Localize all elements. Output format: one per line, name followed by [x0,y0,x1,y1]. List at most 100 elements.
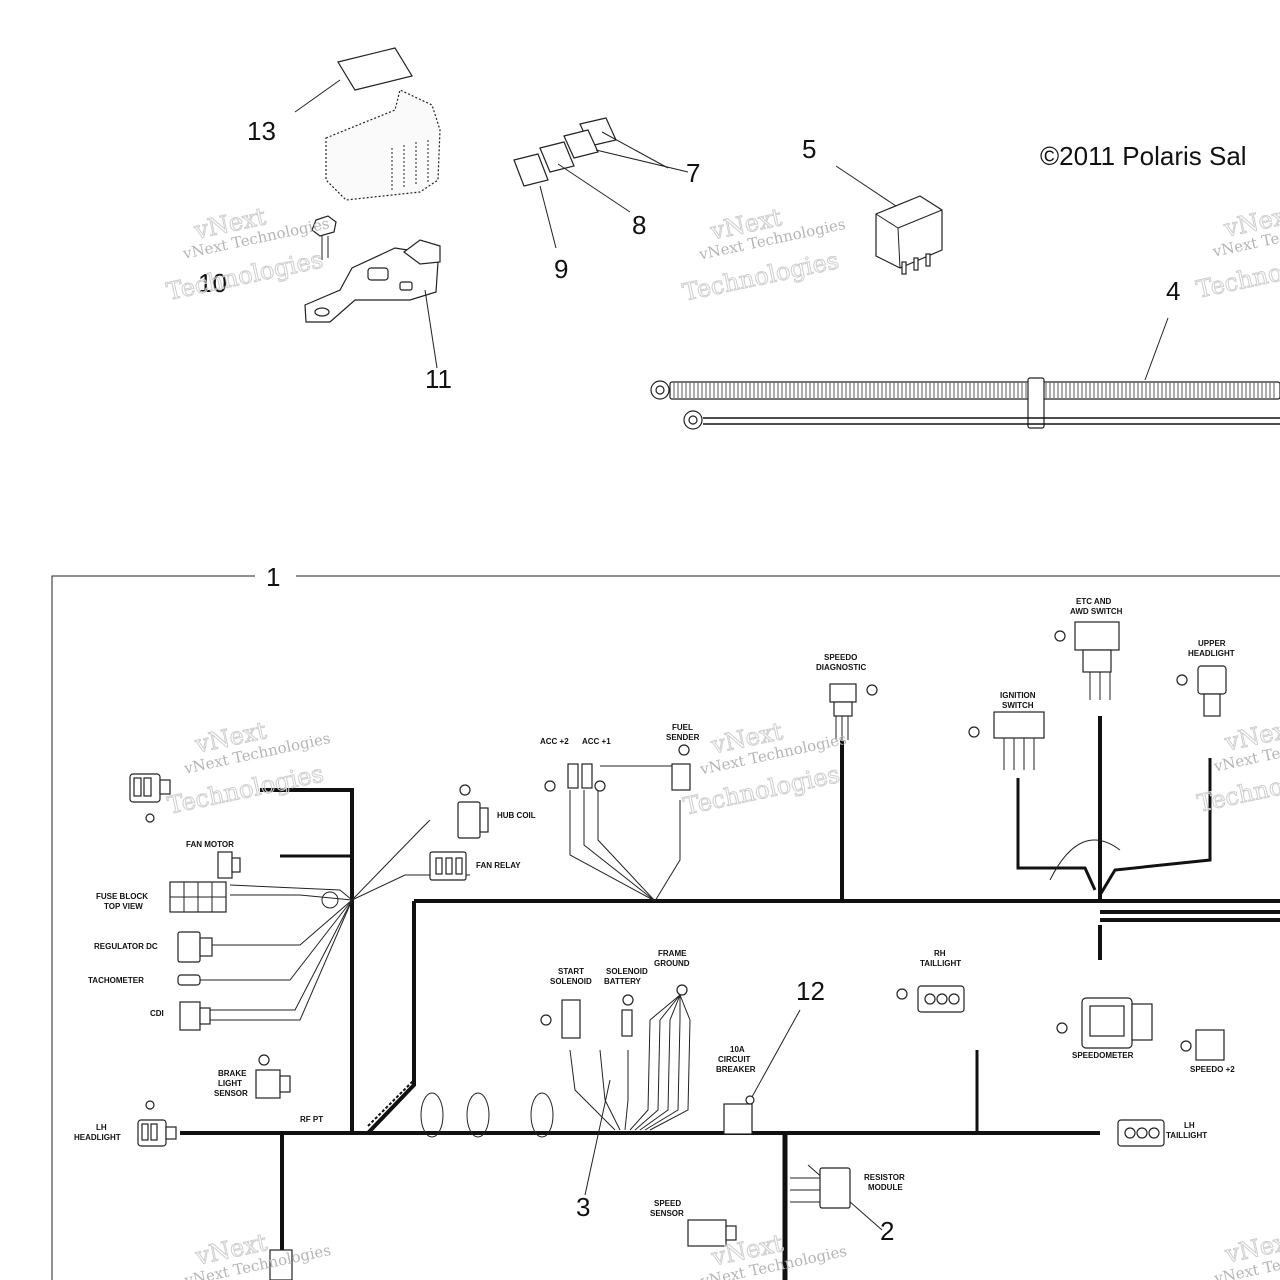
top-left-connector[interactable] [129,773,171,823]
watermark-group: vNext Technologies vNext [182,1228,332,1280]
label-etc-and: ETC AND [1076,597,1111,606]
upper-headlight-connector[interactable] [1176,665,1227,717]
speedometer-connector[interactable] [1056,997,1153,1049]
speedo-diagnostic-connector[interactable] [829,683,878,740]
bottom-left-connector[interactable] [269,1249,293,1280]
label-taillight: TAILLIGHT [920,959,961,968]
label-acc1: ACC +1 [582,737,611,746]
lh-taillight-connector[interactable] [1117,1119,1165,1147]
resistor-module[interactable] [790,1167,851,1209]
label-fuse-block: FUSE BLOCK [96,892,148,901]
fan-motor-connector[interactable] [217,851,241,879]
lh-headlight-connector[interactable] [137,1100,177,1147]
label-ignition: IGNITION [1000,691,1036,700]
label-start: START [558,967,584,976]
fanout-wires [200,819,470,1021]
circuit-breaker[interactable] [723,1095,755,1135]
label-rf-pt: RF PT [300,1115,323,1124]
label-upper-headlight: HEADLIGHT [1188,649,1235,658]
cdi-connector[interactable] [179,1001,211,1031]
watermark-group: vNext Technologies vNext [1212,1226,1280,1280]
tachometer-connector[interactable] [177,974,201,986]
watermark-group: vNext Technologies vNext Technologies [164,716,332,821]
part-11-bracket[interactable] [304,239,441,369]
acc-connectors[interactable] [544,763,606,792]
label-diagnostic: DIAGNOSTIC [816,663,866,672]
label-battery: BATTERY [604,977,642,986]
callout-10: 10 [198,268,227,298]
watermark-group: vNext Technologies vNext Technologies [680,203,847,308]
part-5-relay[interactable] [835,165,943,275]
label-acc2: ACC +2 [540,737,569,746]
label-headlight: HEADLIGHT [74,1133,121,1142]
callout-2: 2 [880,1216,894,1246]
label-top-view: TOP VIEW [104,902,143,911]
callout-13: 13 [247,116,276,146]
part-8-fuse[interactable] [539,141,631,213]
watermark-group: vNext Technologies vNext Technologies [1194,714,1280,819]
speed-sensor-connector[interactable] [687,1219,737,1247]
label-tachometer: TACHOMETER [88,976,144,985]
etc-awd-switch-connector[interactable] [1054,621,1120,700]
fuel-sender-connector[interactable] [671,744,691,791]
label-hub-coil: HUB COIL [497,811,536,820]
label-speedo: SPEEDO [824,653,857,662]
label-sender: SENDER [666,733,700,742]
callout-5: 5 [802,134,816,164]
fuse-block-connector[interactable] [169,881,227,913]
part-13-fuse-box[interactable] [294,47,441,201]
label-speed: SPEED [654,1199,681,1208]
label-lh-taillight: TAILLIGHT [1166,1131,1207,1140]
part-7-fuse[interactable] [563,117,689,173]
callout-3: 3 [576,1192,590,1222]
label-fan-relay: FAN RELAY [476,861,521,870]
part-1-wiring-harness[interactable]: FAN MOTOR HUB COIL FAN RELAY FUSE BLOCK … [51,562,1280,1280]
hub-coil-connector[interactable] [457,784,489,839]
label-cdi: CDI [150,1009,164,1018]
label-fan-motor: FAN MOTOR [186,840,234,849]
label-rh: RH [934,949,946,958]
acc-fuel-wires [569,765,681,902]
label-upper: UPPER [1198,639,1226,648]
rh-taillight-connector[interactable] [896,985,965,1013]
label-breaker: BREAKER [716,1065,756,1074]
label-brake: BRAKE [218,1069,247,1078]
part-4-battery-cables[interactable] [650,317,1280,430]
label-speedometer: SPEEDOMETER [1072,1051,1134,1060]
callout-4: 4 [1166,276,1180,306]
label-ground: GROUND [654,959,690,968]
brake-light-sensor-connector[interactable] [255,1054,291,1099]
part-9-fuse[interactable] [513,153,557,249]
label-speed-sensor: SENSOR [650,1209,684,1218]
solenoid-battery-connector[interactable] [621,994,634,1037]
label-solenoid-2: SOLENOID [606,967,648,976]
label-awd-switch: AWD SWITCH [1070,607,1123,616]
label-switch: SWITCH [1002,701,1034,710]
ignition-switch-connector[interactable] [968,711,1045,770]
label-fuel: FUEL [672,723,693,732]
label-circuit: CIRCUIT [718,1055,751,1064]
speedo-2-connector[interactable] [1180,1029,1225,1061]
callout-1: 1 [266,562,280,592]
label-speedo-2: SPEEDO +2 [1190,1065,1235,1074]
label-10a: 10A [730,1045,745,1054]
label-regulator-dc: REGULATOR DC [94,942,158,951]
watermark-group: vNext Technologies vNext Technologies [680,717,848,822]
callout-7: 7 [686,158,700,188]
label-solenoid: SOLENOID [550,977,592,986]
label-sensor: SENSOR [214,1089,248,1098]
part-10-bolt[interactable] [311,215,337,260]
label-module: MODULE [868,1183,903,1192]
callout-11: 11 [425,364,452,394]
fan-relay-connector[interactable] [429,851,467,881]
label-frame: FRAME [658,949,687,958]
watermark-group: vNext Technologies vNext Technologies [1193,200,1280,305]
regulator-connector[interactable] [177,931,213,963]
solenoid-wires [569,1019,691,1131]
label-resistor: RESISTOR [864,1173,905,1182]
start-solenoid-connector[interactable] [540,999,581,1039]
frame-ground-fan [649,984,691,1021]
watermark-group: vNext Technologies vNext Technologies [164,202,331,307]
callout-12: 12 [796,976,825,1006]
copyright-text: ©2011 Polaris Sal [1040,141,1247,171]
